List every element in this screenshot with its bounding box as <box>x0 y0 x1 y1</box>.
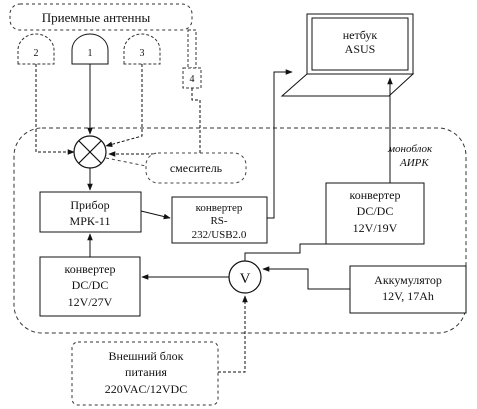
converter-19v-line3: 12V/19V <box>353 221 398 235</box>
power-supply-line2: питания <box>125 365 167 379</box>
converter-27v-line3: 12V/27V <box>68 295 113 309</box>
mixer-icon <box>73 135 107 169</box>
antennas-group-label: Приемные антенны <box>42 10 151 25</box>
device-box <box>39 191 142 233</box>
antenna-2-icon <box>17 33 55 65</box>
mixer-label: смеситель <box>170 161 223 175</box>
battery-line1: Аккумулятор <box>374 273 442 287</box>
converter-19v-line2: DC/DC <box>357 204 394 218</box>
power-supply-line1: Внешний блок <box>109 349 184 363</box>
converter-rs-line3: 232/USB2.0 <box>192 229 247 241</box>
device-line1: Прибор <box>70 198 109 212</box>
antenna-1-icon <box>71 33 109 65</box>
antenna-1-label: 1 <box>88 48 93 59</box>
battery-line2: 12V, 17Ah <box>382 289 434 303</box>
converter-rs-line2: RS- <box>210 215 227 227</box>
antenna-3-icon <box>123 33 161 65</box>
converter-27v-line2: DC/DC <box>72 278 109 292</box>
monoblock-label-line2: АИРК <box>399 157 429 169</box>
power-supply-box <box>71 341 219 406</box>
converter-27v-line1: конвертер <box>65 262 116 276</box>
converter-rs-box <box>171 196 268 244</box>
power-supply-line3: 220VAC/12VDC <box>105 382 187 396</box>
voltmeter-label: V <box>240 271 251 287</box>
antenna-3-label: 3 <box>140 48 145 59</box>
antennas-group-box <box>9 3 193 31</box>
netbook-icon <box>280 13 415 97</box>
converter-19v-box <box>325 182 425 245</box>
antenna-2-label: 2 <box>34 48 39 59</box>
converter-rs-line1: конвертер <box>196 202 243 214</box>
antenna-4-label: 4 <box>190 74 195 85</box>
mixer-label-box <box>145 152 247 184</box>
converter-19v-line1: конвертер <box>350 188 401 202</box>
monoblock-label-line1: моноблок <box>387 143 433 155</box>
netbook-line1: нетбук <box>343 28 378 42</box>
converter-27v-box <box>39 256 141 317</box>
device-line2: МРК-11 <box>70 214 111 228</box>
antenna-links <box>35 64 201 157</box>
monoblock-outline <box>13 127 467 334</box>
netbook-line2: ASUS <box>345 42 376 56</box>
